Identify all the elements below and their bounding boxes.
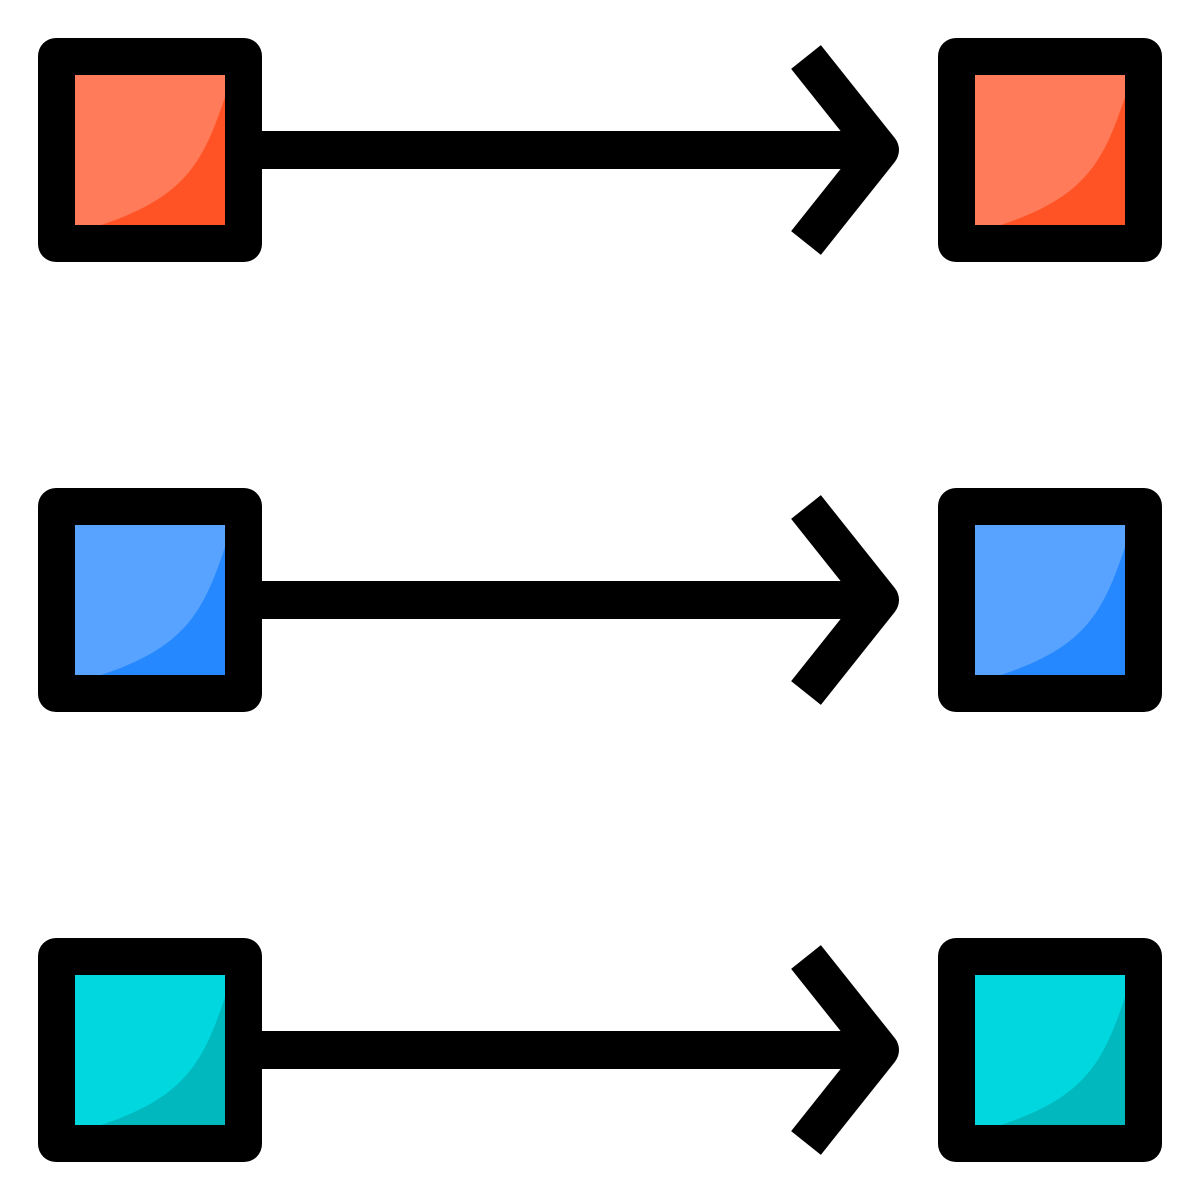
target-square-cyan-shade (1001, 975, 1125, 1125)
source-square-blue (38, 488, 262, 712)
target-square-blue-shade (1001, 525, 1125, 675)
mapping-row-blue (38, 488, 1162, 712)
source-square-cyan (38, 938, 262, 1162)
arrow-right-icon-head (791, 45, 899, 255)
arrow-right-icon-head (791, 945, 899, 1155)
mapping-row-orange (38, 38, 1162, 262)
arrow-right-icon-head (791, 495, 899, 705)
source-square-orange-shade (101, 75, 225, 225)
source-square-orange (38, 38, 262, 262)
target-square-cyan (938, 938, 1162, 1162)
source-square-blue-shade (101, 525, 225, 675)
source-square-cyan-shade (101, 975, 225, 1125)
arrow-right-icon (250, 495, 899, 705)
arrow-right-icon (250, 945, 899, 1155)
target-square-blue (938, 488, 1162, 712)
target-square-orange (938, 38, 1162, 262)
target-square-orange-shade (1001, 75, 1125, 225)
mapping-row-cyan (38, 938, 1162, 1162)
arrow-right-icon (250, 45, 899, 255)
